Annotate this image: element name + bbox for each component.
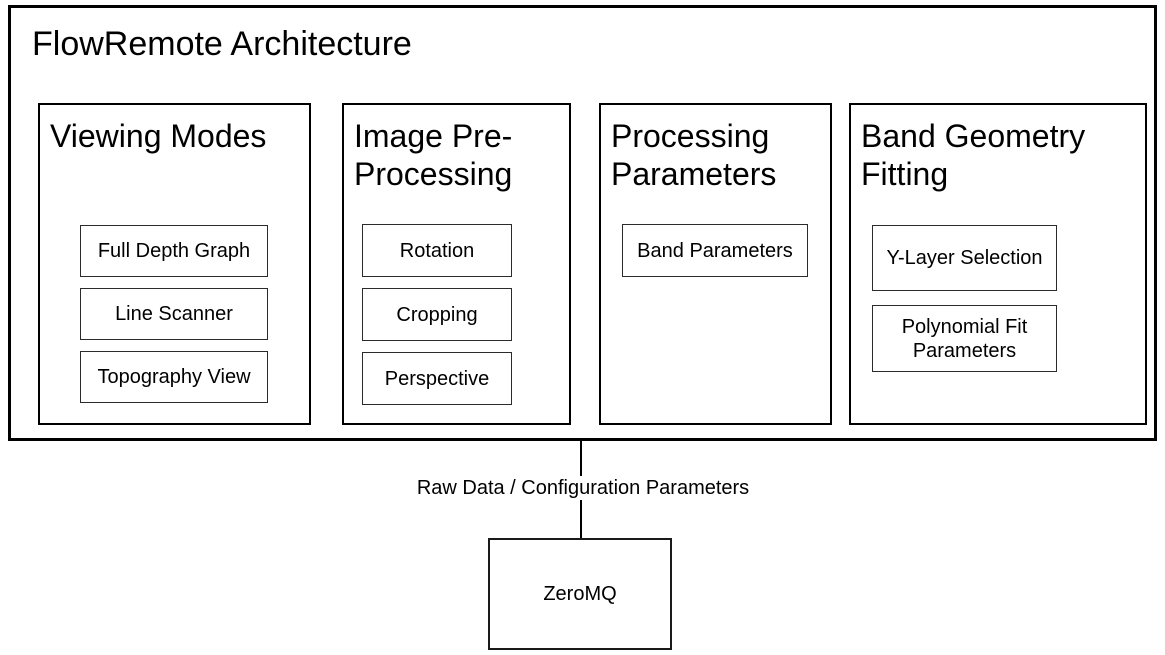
group-viewing-modes: Viewing Modes Full Depth Graph Line Scan… <box>38 103 311 425</box>
group-processing-parameters: Processing Parameters Band Parameters <box>599 103 832 425</box>
group-title-band-geometry-fitting: Band Geometry Fitting <box>861 118 1086 193</box>
node-y-layer-selection: Y-Layer Selection <box>872 225 1057 291</box>
node-band-parameters: Band Parameters <box>622 224 808 277</box>
connector-label: Raw Data / Configuration Parameters <box>411 476 755 500</box>
node-line-scanner: Line Scanner <box>80 288 268 340</box>
flowremote-architecture-box: FlowRemote Architecture Viewing Modes Fu… <box>8 5 1157 441</box>
node-topography-view: Topography View <box>80 351 268 403</box>
group-image-pre-processing: Image Pre-Processing Rotation Cropping P… <box>342 103 571 425</box>
node-rotation: Rotation <box>362 224 512 277</box>
node-zeromq: ZeroMQ <box>488 538 672 650</box>
group-title-processing-parameters: Processing Parameters <box>611 118 777 193</box>
node-cropping: Cropping <box>362 288 512 341</box>
group-title-viewing-modes: Viewing Modes <box>50 118 267 154</box>
node-full-depth-graph: Full Depth Graph <box>80 225 268 277</box>
diagram-title: FlowRemote Architecture <box>32 25 412 63</box>
node-polynomial-fit-parameters: Polynomial Fit Parameters <box>872 305 1057 372</box>
group-band-geometry-fitting: Band Geometry Fitting Y-Layer Selection … <box>849 103 1147 425</box>
node-perspective: Perspective <box>362 352 512 405</box>
group-title-image-pre-processing: Image Pre-Processing <box>354 118 513 193</box>
